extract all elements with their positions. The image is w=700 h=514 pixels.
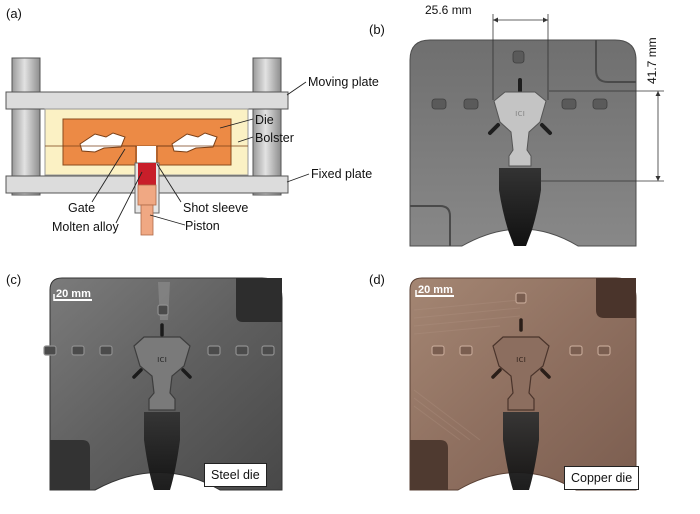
gate [137,146,156,165]
scale-copper: 20 mm [418,284,453,296]
label-die: Die [255,113,274,127]
steel-die-photo: ıcı 20 mm [43,277,283,491]
tag-steel-die: Steel die [204,463,267,487]
panel-label-b: (b) [369,22,385,37]
moving-plate [5,91,289,110]
panel-label-c: (c) [6,272,22,287]
pillar-left [11,57,41,196]
piston-rod [140,204,154,236]
svg-text:ıcı: ıcı [515,109,525,119]
svg-text:ıcı: ıcı [157,355,167,365]
label-shot-sleeve: Shot sleeve [183,201,248,215]
pillar-right [252,57,282,196]
dim-width: 25.6 mm [425,3,472,17]
copper-die-photo: ıcı 20 mm [409,277,637,491]
piston-head [137,184,157,206]
molten-alloy [138,163,156,185]
schematic-die-casting: Moving plate Die Bolster Fixed plate Gat… [5,57,379,236]
cavity-right [171,132,218,153]
label-gate: Gate [68,201,95,215]
panel-label-a: (a) [6,6,22,21]
label-molten-alloy: Molten alloy [52,220,119,234]
panel-label-d: (d) [369,272,385,287]
svg-text:ıcı: ıcı [516,355,526,365]
label-bolster: Bolster [255,131,294,145]
scale-steel: 20 mm [56,288,91,300]
label-fixed-plate: Fixed plate [311,167,372,181]
label-moving-plate: Moving plate [308,75,379,89]
dim-height: 41.7 mm [645,37,659,84]
cavity-left [79,132,126,153]
die-render: ıcı 25.6 mm 41.7 mm [409,3,664,247]
tag-copper-die: Copper die [564,466,640,490]
label-piston: Piston [185,219,220,233]
